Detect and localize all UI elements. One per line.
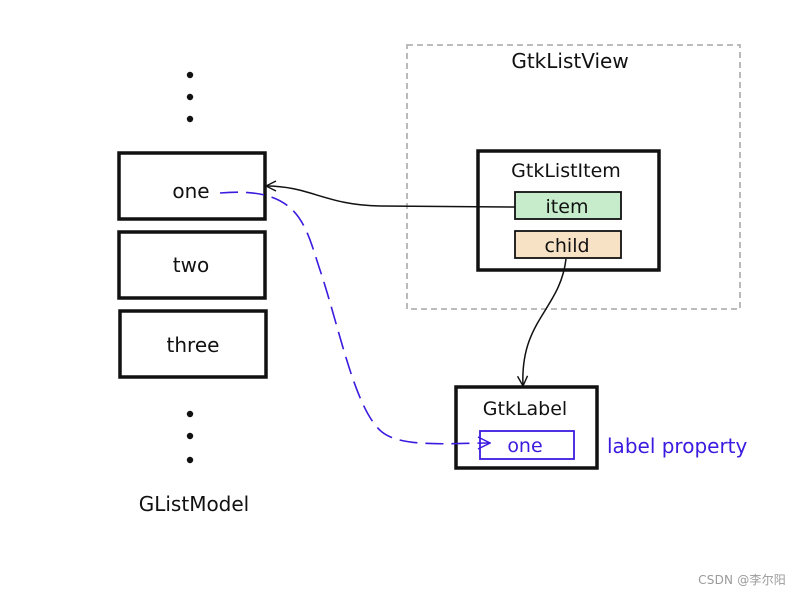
label-widget-text: one — [507, 435, 542, 457]
label-widget-text-field: one — [479, 430, 575, 460]
model-item-two: two — [117, 230, 267, 300]
list-item-title: GtkListItem — [511, 160, 621, 182]
list-item-child-field: child — [514, 230, 622, 259]
model-ellipsis-bottom — [186, 410, 194, 464]
label-widget-box: GtkLabel one — [454, 385, 599, 470]
list-item-box: GtkListItem item child — [476, 149, 661, 272]
child-to-label-arrow — [523, 258, 567, 386]
model-caption: GListModel — [139, 492, 250, 516]
model-item-one: one — [117, 151, 267, 221]
list-item-item-field: item — [514, 191, 622, 220]
label-widget-title: GtkLabel — [483, 398, 567, 420]
label-property-note: label property — [607, 434, 748, 458]
label-binding-arrow — [219, 191, 490, 444]
list-view-title: GtkListView — [511, 49, 628, 73]
model-item-two-label: two — [173, 253, 209, 277]
model-item-three: three — [118, 309, 268, 379]
item-to-model-arrow — [266, 186, 516, 208]
watermark: CSDN @李尔阳 — [698, 573, 786, 587]
model-ellipsis-top — [186, 71, 194, 123]
list-item-child-label: child — [544, 235, 589, 257]
model-item-three-label: three — [167, 333, 220, 357]
list-item-item-label: item — [546, 196, 589, 218]
model-item-one-label: one — [172, 179, 209, 203]
list-view-container: GtkListView — [406, 44, 741, 310]
